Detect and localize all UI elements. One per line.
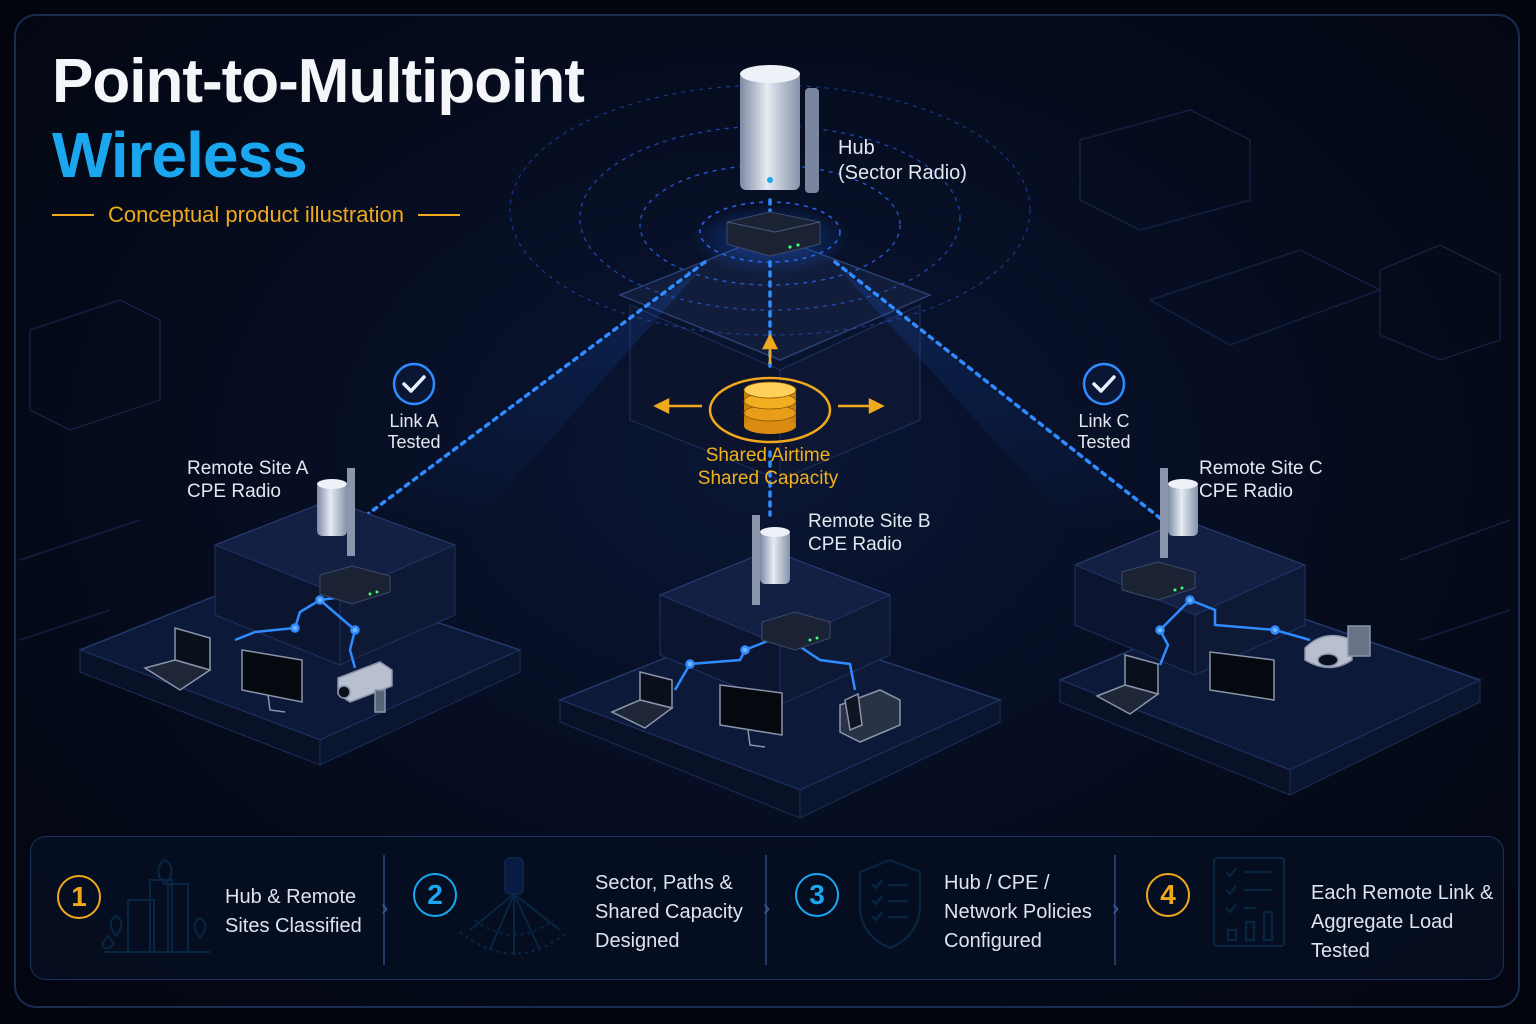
site-a-camera-icon <box>337 661 393 713</box>
link-c-line1: Link C <box>1078 411 1130 431</box>
site-b-line1: Remote Site B <box>808 511 931 532</box>
step-4-text: Each Remote Link & Aggregate Load Tested <box>1311 879 1501 966</box>
subtitle-text: Conceptual product illustration <box>108 202 404 227</box>
site-a-cpe-radio-icon <box>317 468 355 556</box>
site-a-building <box>77 499 523 766</box>
site-b-line2: CPE Radio <box>808 534 902 555</box>
link-a-line2: Tested <box>387 432 441 452</box>
site-b-lan-lines <box>673 638 857 691</box>
step-divider-1 <box>383 855 385 965</box>
site-c-label: Remote Site C CPE Radio <box>1199 457 1323 503</box>
link-a-check-icon <box>392 362 436 406</box>
page-subtitle: Conceptual product illustration <box>52 202 460 228</box>
link-c-line2: Tested <box>1077 432 1131 452</box>
shared-capacity-label: Shared Airtime Shared Capacity <box>678 444 858 490</box>
site-a-laptop-icon <box>143 627 212 691</box>
capacity-arrows <box>653 333 885 415</box>
link-c-label: Link C Tested <box>1064 411 1144 453</box>
hub-sector-radio-icon <box>740 65 819 193</box>
site-b-switch-icon <box>761 611 831 651</box>
site-a-switch-icon <box>319 565 391 605</box>
link-c-line <box>833 260 1167 524</box>
link-a-line <box>358 260 707 522</box>
site-c-cpe-radio-icon <box>1160 468 1198 558</box>
beam-c <box>840 270 1170 535</box>
step-3-text: Hub / CPE / Network Policies Configured <box>944 869 1119 956</box>
step-4-number: 4 <box>1146 873 1190 917</box>
steps-panel: 1 Hub & Remote Sites Classified › 2 Sect… <box>30 836 1504 980</box>
site-a-label: Remote Site A CPE Radio <box>187 457 308 503</box>
step-4-line2: Aggregate Load Tested <box>1311 911 1454 962</box>
step-2-line1: Sector, Paths & <box>595 872 733 894</box>
link-a-line1: Link A <box>389 411 439 431</box>
step-1-text: Hub & Remote Sites Classified <box>225 883 385 941</box>
shared-label-line1: Shared Airtime <box>705 445 831 466</box>
site-c-line2: CPE Radio <box>1199 481 1293 502</box>
step-chevron-1: › <box>381 895 389 920</box>
shared-label-line2: Shared Capacity <box>697 468 839 489</box>
step-divider-3 <box>1114 855 1116 965</box>
step-chevron-3: › <box>1112 895 1120 920</box>
step-chevron-2: › <box>763 895 771 920</box>
site-c-building <box>1058 519 1482 796</box>
step-3-line1: Hub / CPE / <box>944 872 1050 894</box>
link-a-label: Link A Tested <box>374 411 454 453</box>
step-1-number: 1 <box>57 875 101 919</box>
step-3-line3: Configured <box>944 930 1042 952</box>
page-title-line1: Point-to-Multipoint <box>52 47 585 116</box>
site-a-lan-lines <box>234 594 360 669</box>
step-3-line2: Network Policies <box>944 901 1092 923</box>
link-c-check-icon <box>1082 362 1126 406</box>
wireless-links <box>358 198 1167 524</box>
site-c-laptop-icon <box>1095 654 1160 715</box>
site-b-building <box>557 549 1003 819</box>
site-c-monitor-icon <box>1209 651 1275 701</box>
site-b-phone-icon <box>839 689 901 743</box>
step-2-line3: Designed <box>595 930 680 952</box>
subtitle-dash-left <box>52 214 94 216</box>
step-1-line1: Hub & Remote <box>225 886 357 908</box>
step-1-line2: Sites Classified <box>225 915 362 937</box>
hub-label: Hub (Sector Radio) <box>838 136 967 186</box>
site-b-label: Remote Site B CPE Radio <box>808 510 931 556</box>
step-2-number: 2 <box>413 873 457 917</box>
site-b-monitor-icon <box>719 684 783 748</box>
site-c-dome-camera-icon <box>1304 625 1371 669</box>
step-3-number: 3 <box>795 873 839 917</box>
subtitle-dash-right <box>417 214 460 216</box>
step-4-line1: Each Remote Link & <box>1311 882 1494 904</box>
site-b-cpe-radio-icon <box>752 515 790 605</box>
site-a-line2: CPE Radio <box>187 481 281 502</box>
site-c-switch-icon <box>1121 561 1196 601</box>
hub-label-line2: (Sector Radio) <box>838 162 967 184</box>
shared-capacity-icon <box>708 376 832 444</box>
page-title-line2: Wireless <box>52 119 308 191</box>
step-2-text: Sector, Paths & Shared Capacity Designed <box>595 869 765 956</box>
beam-a <box>360 270 700 530</box>
site-b-laptop-icon <box>610 671 674 729</box>
site-c-lan-lines <box>1155 595 1311 666</box>
background-buildings <box>19 109 1511 641</box>
step-2-line2: Shared Capacity <box>595 901 743 923</box>
hub-switch-icon <box>726 211 821 257</box>
site-a-monitor-icon <box>241 649 303 713</box>
site-c-line1: Remote Site C <box>1199 458 1323 479</box>
site-a-line1: Remote Site A <box>187 458 309 479</box>
hub-label-line1: Hub <box>838 137 875 159</box>
step-divider-2 <box>765 855 767 965</box>
